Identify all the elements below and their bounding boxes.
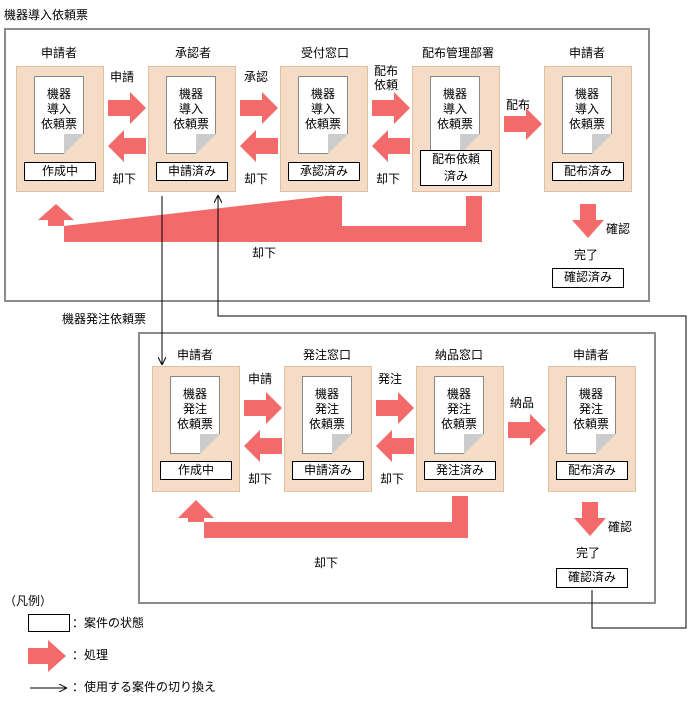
top-state-2: 申請済み	[156, 162, 228, 181]
top-role-5: 申請者	[568, 46, 605, 60]
bottom-section-title: 機器発注依頼票	[62, 312, 147, 326]
bottom-doc-2: 機器 発注 依頼票	[302, 376, 352, 454]
bottom-role-4: 申請者	[572, 348, 609, 362]
legend-switch-label: ：使用する案件の切り換え	[72, 680, 217, 694]
top-doc-2: 機器 導入 依頼票	[166, 76, 216, 154]
top-section-title: 機器導入依頼票	[4, 8, 89, 22]
bottom-doc-4: 機器 発注 依頼票	[566, 376, 616, 454]
top-label-confirm: 確認	[606, 222, 631, 236]
top-label-apply: 申請	[110, 70, 135, 84]
bottom-doc-3: 機器 発注 依頼票	[434, 376, 484, 454]
top-label-complete: 完了	[574, 248, 599, 262]
bottom-label-apply: 申請	[248, 372, 273, 386]
top-label-reject-2: 却下	[244, 172, 269, 186]
top-label-reject-3: 却下	[376, 172, 401, 186]
bottom-state-3: 発注済み	[424, 461, 496, 480]
bottom-label-confirm: 確認	[608, 520, 633, 534]
bottom-state-2: 申請済み	[292, 461, 364, 480]
top-role-3: 受付窓口	[300, 46, 349, 60]
top-doc-5: 機器 導入 依頼票	[562, 76, 612, 154]
bottom-label-deliver: 納品	[510, 396, 535, 410]
bottom-state-4: 配布済み	[556, 461, 628, 480]
legend-process-arrow	[28, 640, 66, 672]
top-state-1: 作成中	[24, 162, 96, 181]
top-role-2: 承認者	[174, 46, 211, 60]
top-doc-1: 機器 導入 依頼票	[34, 76, 84, 154]
bottom-label-complete: 完了	[576, 546, 601, 560]
legend-title: （凡例）	[4, 594, 53, 608]
legend-process-label: ：処理	[72, 648, 109, 662]
bottom-label-reject-main: 却下	[314, 556, 339, 570]
top-state-3: 承認済み	[288, 162, 360, 181]
bottom-final-state: 確認済み	[556, 568, 628, 588]
top-doc-4: 機器 導入 依頼票	[430, 76, 480, 154]
bottom-label-reject-1: 却下	[248, 472, 273, 486]
bottom-state-1: 作成中	[160, 461, 232, 480]
bottom-role-2: 発注窓口	[302, 348, 351, 362]
bottom-doc-1: 機器 発注 依頼票	[170, 376, 220, 454]
top-label-approve: 承認	[244, 70, 269, 84]
top-final-state: 確認済み	[552, 268, 624, 288]
top-label-distribute: 配布	[506, 98, 531, 112]
top-label-reject-1: 却下	[112, 172, 137, 186]
top-doc-3: 機器 導入 依頼票	[298, 76, 348, 154]
top-role-4: 配布管理部署	[421, 46, 494, 60]
bottom-role-3: 納品窓口	[434, 348, 483, 362]
top-state-5: 配布済み	[552, 162, 624, 181]
top-label-reject-main: 却下	[252, 246, 277, 260]
legend-state-label: ：案件の状態	[72, 616, 145, 630]
bottom-role-1: 申請者	[176, 348, 213, 362]
top-state-4: 配布依頼 済み	[420, 150, 492, 186]
top-label-distribute-request: 配布 依頼	[374, 64, 399, 92]
bottom-label-order: 発注	[378, 372, 403, 386]
bottom-label-reject-2: 却下	[380, 472, 405, 486]
legend-state-box	[28, 614, 70, 632]
top-role-1: 申請者	[40, 46, 77, 60]
